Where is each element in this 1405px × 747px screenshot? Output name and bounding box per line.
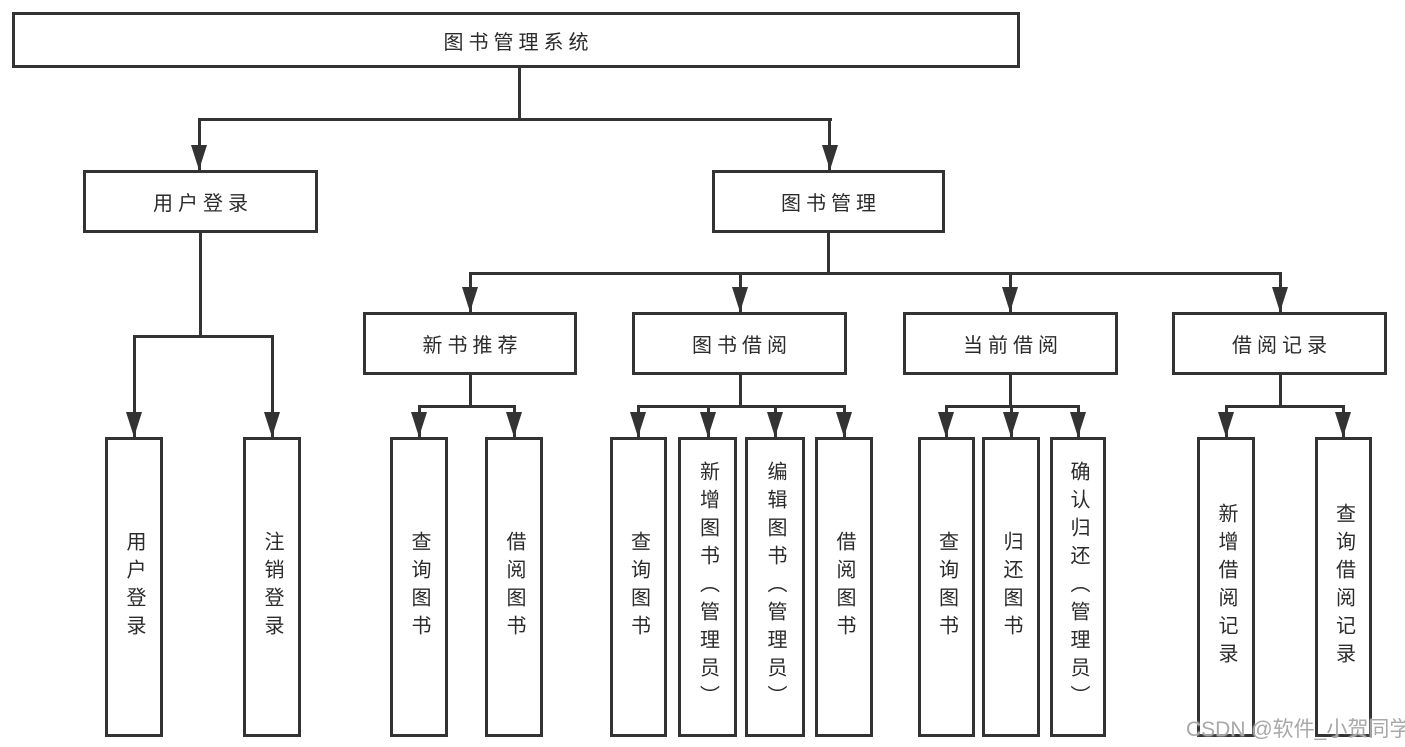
node-user-login-label: 用户登录 <box>153 193 253 215</box>
node-user-login: 用户登录 <box>83 170 318 233</box>
leaf-rec-query-book-label: 查询图书 <box>408 531 430 643</box>
arrow-to-cb-query <box>938 412 954 437</box>
connector-current-borrowing-drop <box>1009 375 1012 408</box>
node-borrowing-records-label: 借阅记录 <box>1232 335 1332 357</box>
arrow-to-rec-borrow <box>506 412 522 437</box>
arrow-to-rec-query <box>411 412 427 437</box>
arrow-to-bb-add <box>700 412 716 437</box>
leaf-logout-label: 注销登录 <box>261 531 283 643</box>
leaf-bb-borrow-book: 借阅图书 <box>815 437 873 737</box>
arrow-to-book-management <box>822 145 838 170</box>
csdn-watermark: CSDN @软件_小贺同学 <box>1186 718 1405 741</box>
leaf-bb-edit-book-admin: 编辑图书（管理员） <box>745 437 805 737</box>
node-root: 图书管理系统 <box>12 12 1020 68</box>
connector-new-book-rail <box>418 405 516 408</box>
leaf-br-add-record-label: 新增借阅记录 <box>1215 503 1237 671</box>
leaf-cb-return-book-label: 归还图书 <box>1000 531 1022 643</box>
leaf-br-query-record: 查询借阅记录 <box>1315 437 1372 737</box>
arrow-to-bb-query <box>630 412 646 437</box>
leaf-br-add-record: 新增借阅记录 <box>1197 437 1255 737</box>
leaf-rec-borrow-book: 借阅图书 <box>485 437 543 737</box>
leaf-bb-add-book-admin: 新增图书（管理员） <box>678 437 737 737</box>
leaf-bb-edit-book-admin-label: 编辑图书（管理员） <box>764 461 786 713</box>
node-root-label: 图书管理系统 <box>443 31 594 54</box>
connector-borrowing-records-drop <box>1279 375 1282 408</box>
connector-book-borrowing-rail <box>637 405 846 408</box>
arrow-to-new-book <box>462 287 478 312</box>
connector-level3-rail <box>469 272 1282 275</box>
leaf-user-login: 用户登录 <box>105 437 163 737</box>
arrow-to-user-login <box>191 145 207 170</box>
node-current-borrowing-label: 当前借阅 <box>963 335 1063 357</box>
arrow-to-bb-edit <box>767 412 783 437</box>
node-book-management-label: 图书管理 <box>781 193 881 215</box>
arrow-to-book-borrowing <box>732 287 748 312</box>
leaf-logout: 注销登录 <box>243 437 301 737</box>
arrow-to-leaf-login <box>126 412 142 437</box>
arrow-to-br-add <box>1218 412 1234 437</box>
arrow-to-br-query <box>1335 412 1351 437</box>
leaf-user-login-label: 用户登录 <box>123 531 145 643</box>
connector-stem-leaf-login <box>133 335 136 437</box>
connector-root-drop <box>518 68 521 121</box>
leaf-rec-query-book: 查询图书 <box>390 437 448 737</box>
node-book-borrowing-label: 图书借阅 <box>692 335 792 357</box>
connector-borrowing-records-rail <box>1225 405 1345 408</box>
connector-book-borrowing-drop <box>739 375 742 408</box>
leaf-cb-query-book: 查询图书 <box>918 437 975 737</box>
leaf-rec-borrow-book-label: 借阅图书 <box>503 531 525 643</box>
leaf-cb-query-book-label: 查询图书 <box>935 531 958 643</box>
connector-stem-book-management <box>828 118 831 170</box>
connector-user-login-drop <box>199 233 202 336</box>
leaf-cb-confirm-return-admin: 确认归还（管理员） <box>1050 437 1106 737</box>
leaf-bb-query-book: 查询图书 <box>610 437 667 737</box>
connector-level2-rail <box>198 118 832 121</box>
leaf-br-query-record-label: 查询借阅记录 <box>1332 503 1355 671</box>
arrow-to-leaf-logout <box>264 412 280 437</box>
connector-stem-leaf-logout <box>271 335 274 437</box>
connector-user-login-rail <box>133 335 274 338</box>
arrow-to-borrowing-records <box>1272 287 1288 312</box>
leaf-bb-borrow-book-label: 借阅图书 <box>833 531 855 643</box>
node-new-book-recommend-label: 新书推荐 <box>422 335 523 357</box>
node-new-book-recommend: 新书推荐 <box>363 312 577 375</box>
leaf-cb-return-book: 归还图书 <box>982 437 1040 737</box>
node-book-borrowing: 图书借阅 <box>632 312 847 375</box>
connector-stem-user-login <box>198 118 201 170</box>
node-borrowing-records: 借阅记录 <box>1172 312 1387 375</box>
node-book-management: 图书管理 <box>712 170 945 233</box>
node-current-borrowing: 当前借阅 <box>903 312 1118 375</box>
arrow-to-cb-return <box>1003 412 1019 437</box>
leaf-bb-add-book-admin-label: 新增图书（管理员） <box>696 461 719 713</box>
leaf-bb-query-book-label: 查询图书 <box>627 531 650 643</box>
arrow-to-cb-confirm <box>1070 412 1086 437</box>
connector-new-book-drop <box>469 375 472 408</box>
arrow-to-bb-borrow <box>836 412 852 437</box>
arrow-to-current-borrowing <box>1002 287 1018 312</box>
leaf-cb-confirm-return-admin-label: 确认归还（管理员） <box>1067 461 1089 713</box>
connector-book-management-drop <box>827 233 830 274</box>
